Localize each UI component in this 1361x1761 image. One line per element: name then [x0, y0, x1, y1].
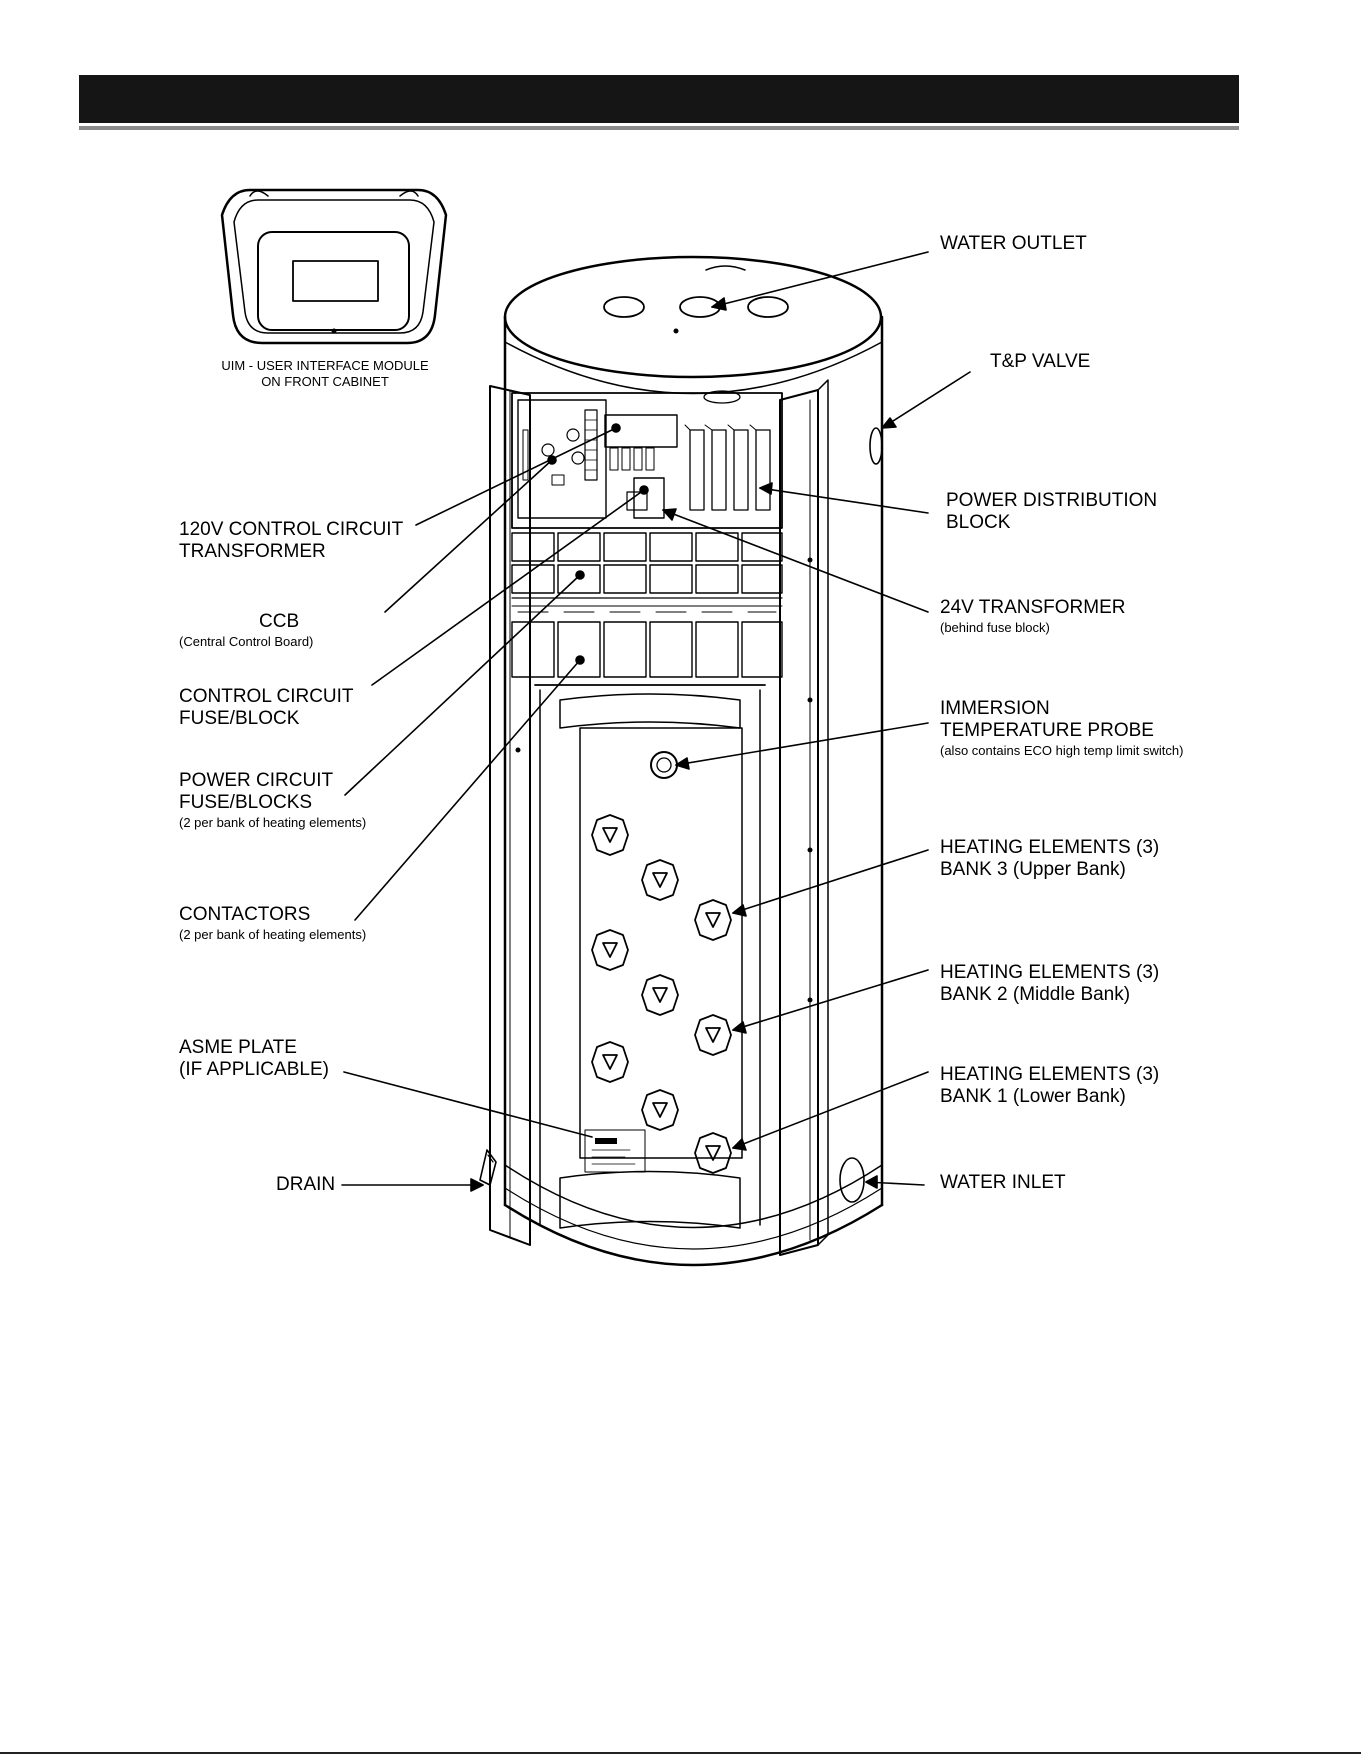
water-inlet-opening — [839, 1157, 865, 1203]
element-b1-mid — [641, 1089, 679, 1131]
element-b2-right — [694, 1014, 732, 1056]
drain-valve — [479, 1149, 497, 1186]
footer-rule — [0, 1752, 1361, 1754]
uim-caption-line1: UIM - USER INTERFACE MODULE — [221, 358, 429, 373]
label-ccb: CCB (Central Control Board) — [179, 611, 314, 649]
heating-elements — [591, 814, 732, 1174]
label-water-outlet: WATER OUTLET — [940, 233, 1087, 254]
asme-plate — [584, 1129, 646, 1173]
label-asme-plate: ASME PLATE (IF APPLICABLE) — [179, 1037, 329, 1080]
element-b3-left — [591, 814, 629, 856]
uim-module — [220, 188, 448, 345]
tp-valve-opening — [869, 427, 883, 465]
element-b1-left — [591, 1041, 629, 1083]
element-b3-mid — [641, 859, 679, 901]
label-heating-bank-1: HEATING ELEMENTS (3) BANK 1 (Lower Bank) — [940, 1064, 1160, 1107]
label-water-inlet: WATER INLET — [940, 1172, 1066, 1193]
label-immersion-probe: IMMERSION TEMPERATURE PROBE (also contai… — [940, 698, 1184, 758]
uim-caption: UIM - USER INTERFACE MODULE ON FRONT CAB… — [200, 358, 450, 390]
element-b2-left — [591, 929, 629, 971]
element-panel — [534, 684, 766, 1229]
uim-caption-line2: ON FRONT CABINET — [261, 374, 389, 389]
tank-body — [503, 315, 884, 1267]
contactors — [511, 605, 783, 678]
header-bar — [79, 75, 1239, 123]
label-heating-bank-3: HEATING ELEMENTS (3) BANK 3 (Upper Bank) — [940, 837, 1160, 880]
control-compartment — [511, 390, 783, 529]
header-rule — [79, 126, 1239, 130]
label-power-fuse-blocks: POWER CIRCUIT FUSE/BLOCKS (2 per bank of… — [179, 770, 367, 830]
label-24v-transformer: 24V TRANSFORMER (behind fuse block) — [940, 597, 1126, 635]
tank-top — [503, 255, 883, 379]
element-b1-right — [694, 1132, 732, 1174]
leader-lines — [341, 251, 971, 1192]
label-drain: DRAIN — [276, 1174, 336, 1195]
element-b2-mid — [641, 974, 679, 1016]
fuse-blocks — [511, 532, 783, 599]
element-b3-right — [694, 899, 732, 941]
label-power-distribution-block: POWER DISTRIBUTION BLOCK — [946, 490, 1158, 533]
label-contactors: CONTACTORS (2 per bank of heating elemen… — [179, 904, 367, 942]
immersion-probe — [650, 751, 678, 779]
label-tp-valve: T&P VALVE — [990, 351, 1091, 372]
label-control-fuse-block: CONTROL CIRCUIT FUSE/BLOCK — [179, 686, 354, 729]
label-heating-bank-2: HEATING ELEMENTS (3) BANK 2 (Middle Bank… — [940, 962, 1160, 1005]
door-panels — [489, 379, 829, 1256]
label-120v-transformer: 120V CONTROL CIRCUIT TRANSFORMER — [179, 519, 404, 562]
